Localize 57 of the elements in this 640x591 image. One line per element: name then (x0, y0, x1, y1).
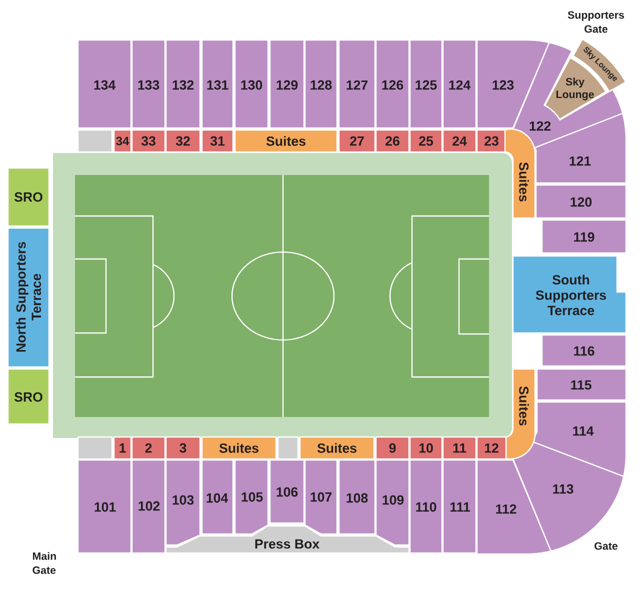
gate-label: Supporters Gate (568, 11, 624, 33)
seating-section: 24 (442, 129, 477, 153)
standing-section: SRO (7, 368, 50, 425)
seating-section: 119 (541, 219, 627, 254)
seating-section: 103 (165, 459, 201, 546)
seating-section: 132 (165, 39, 201, 129)
seating-section: 11 (442, 436, 477, 460)
node-label: 121 (570, 156, 591, 166)
seating-section: 129 (269, 39, 305, 129)
standing-section: SRO (7, 167, 50, 227)
seating-section: 115 (536, 368, 627, 401)
seating-section: 128 (304, 39, 338, 129)
suites-section: Suites (201, 436, 277, 460)
seating-section: 110 (409, 459, 443, 554)
seating-section: 104 (201, 459, 234, 535)
seating-section: 23 (476, 129, 507, 153)
suites-section: Suites (234, 129, 338, 153)
node-label: 114 (573, 426, 594, 436)
seating-section: 120 (535, 184, 627, 219)
seating-section: 31 (201, 129, 234, 153)
gate-label: Gate (594, 542, 618, 550)
suites-section: Suites (299, 436, 375, 460)
seating-section: 105 (234, 459, 269, 535)
seating-section: 109 (375, 459, 410, 546)
seating-section: 116 (541, 334, 627, 367)
seating-section: 131 (201, 39, 234, 129)
seating-section: 111 (442, 459, 477, 554)
seating-section: 25 (409, 129, 443, 153)
seating-section: 127 (338, 39, 376, 129)
seating-section: 107 (304, 459, 338, 535)
seating-section: 3 (165, 436, 201, 460)
seating-section: 126 (375, 39, 410, 129)
seating-section: 124 (442, 39, 477, 129)
seating-section: 26 (375, 129, 410, 153)
seating-section: 32 (165, 129, 201, 153)
seating-section: 2 (131, 436, 166, 460)
terrace-section: North Supporters Terrace (7, 227, 50, 368)
node-label: 113 (553, 484, 574, 494)
seating-section: 106 (269, 459, 305, 524)
seating-section: 108 (338, 459, 376, 535)
seating-section: 102 (131, 459, 166, 554)
seating-section: 130 (234, 39, 269, 129)
seating-section: 10 (409, 436, 443, 460)
seating-section: 34 (113, 129, 132, 153)
seating-section: 1 (113, 436, 132, 460)
seating-section: 134 (77, 39, 132, 129)
seating-section: 12 (476, 436, 507, 460)
press-box: Press Box (165, 525, 410, 554)
gate-label: Main Gate (32, 552, 56, 574)
seating-section: 101 (77, 459, 132, 554)
empty-section (277, 436, 299, 460)
seating-section: 125 (409, 39, 443, 129)
seating-section: 33 (131, 129, 166, 153)
seating-section: 9 (375, 436, 410, 460)
seating-section: 133 (131, 39, 166, 129)
seating-section: 27 (338, 129, 376, 153)
terrace-section: South Supporters Terrace (512, 255, 627, 334)
